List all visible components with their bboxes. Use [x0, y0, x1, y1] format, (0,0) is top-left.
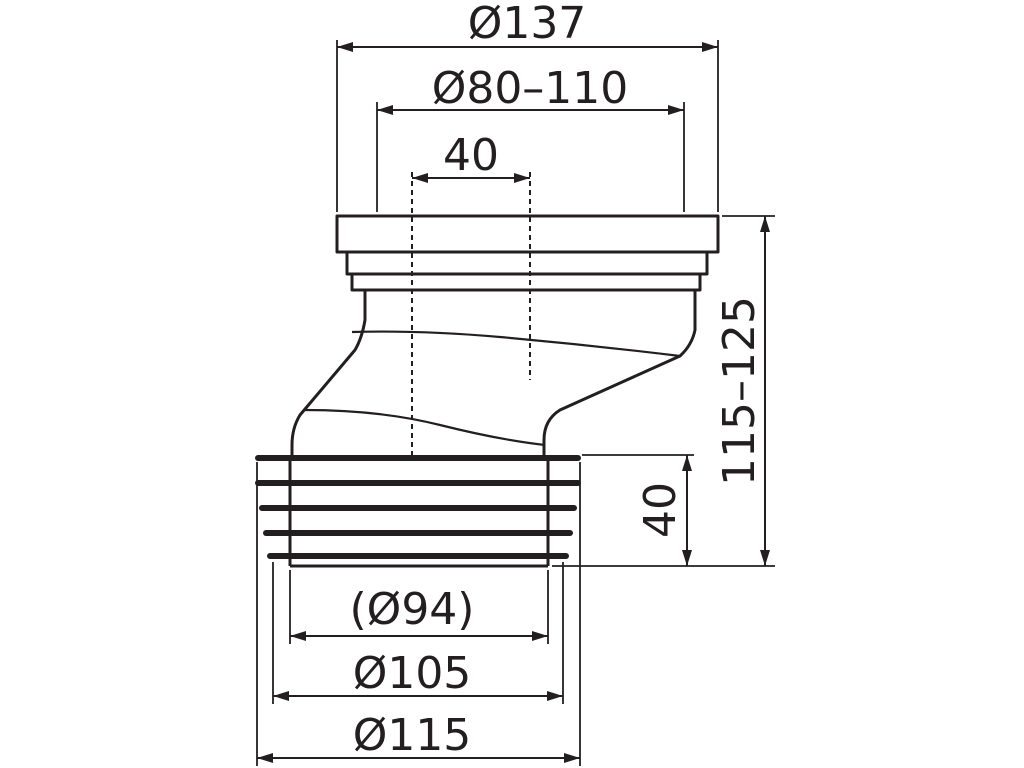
socket-diameter-label: Ø105 — [353, 648, 472, 699]
dim-outer-top: Ø137 — [336, 0, 719, 212]
body-left-contour — [290, 290, 367, 458]
lower-curve-line — [304, 408, 546, 447]
dim-socket-depth: 40 — [582, 454, 694, 566]
body-right-contour — [542, 290, 697, 458]
dim-inner-socket: (Ø94) — [289, 570, 549, 644]
connector-body — [288, 214, 720, 568]
sealing-ribs — [255, 455, 581, 559]
dim-socket: Ø105 — [272, 562, 564, 704]
outer-top-diameter-label: Ø137 — [468, 0, 587, 49]
upper-collar — [345, 252, 709, 276]
dim-inner-top: Ø80–110 — [376, 63, 685, 212]
rib-diameter-label: Ø115 — [353, 710, 472, 761]
top-flange — [335, 214, 720, 254]
socket-depth-label: 40 — [635, 482, 686, 538]
dim-ribs: Ø115 — [256, 462, 581, 766]
dim-offset: 40 — [412, 130, 530, 183]
inner-top-diameter-label: Ø80–110 — [432, 63, 629, 114]
dim-total-height: 115–125 — [552, 215, 775, 567]
total-height-label: 115–125 — [714, 296, 765, 486]
upper-neck — [350, 274, 702, 292]
offset-label: 40 — [443, 130, 499, 181]
inner-socket-diameter-label: (Ø94) — [350, 584, 475, 635]
upper-curve-line — [351, 330, 681, 358]
